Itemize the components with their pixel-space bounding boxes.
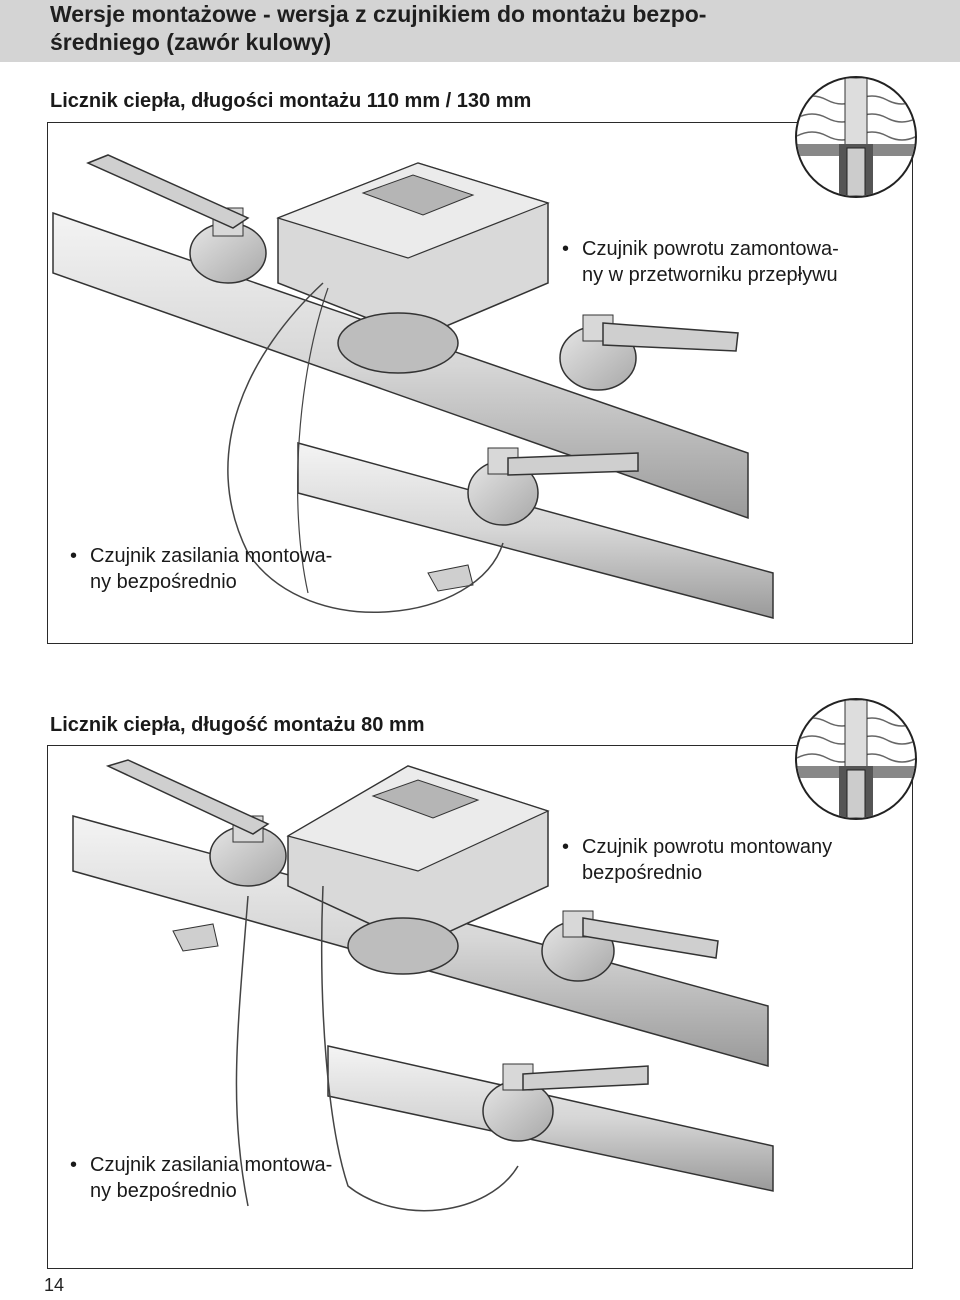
return-sensor-note-1: Czujnik powrotu zamontowa- ny w przetwor… [560, 236, 922, 288]
left-ball-valve [105, 759, 287, 952]
lower-ball-valve [427, 447, 639, 592]
sensor-detail-inset-2 [795, 698, 917, 820]
section-title-80: Licznik ciepła, długość montażu 80 mm [50, 714, 425, 736]
lower-ball-valve [482, 1063, 649, 1142]
sensor-detail-inset-1 [795, 76, 917, 198]
page-header: Wersje montażowe - wersja z czujnikiem d… [0, 0, 960, 62]
page-number: 14 [44, 1275, 65, 1295]
page-title: Wersje montażowe - wersja z czujnikiem d… [50, 1, 707, 55]
heat-meter [286, 765, 550, 975]
installation-illustration-2 [72, 759, 774, 1212]
left-ball-valve [86, 154, 267, 284]
section-title-110-130: Licznik ciepła, długości montażu 110 mm … [50, 90, 532, 112]
supply-sensor-note-2: Czujnik zasilania montowa- ny bezpośredn… [68, 1152, 430, 1204]
supply-sensor-note-1: Czujnik zasilania montowa- ny bezpośredn… [68, 543, 430, 595]
installation-illustration-1 [52, 154, 774, 619]
right-ball-valve [541, 910, 719, 982]
return-sensor-note-2: Czujnik powrotu montowany bezpośrednio [560, 834, 927, 886]
heat-meter [276, 162, 550, 374]
right-ball-valve [559, 314, 739, 391]
